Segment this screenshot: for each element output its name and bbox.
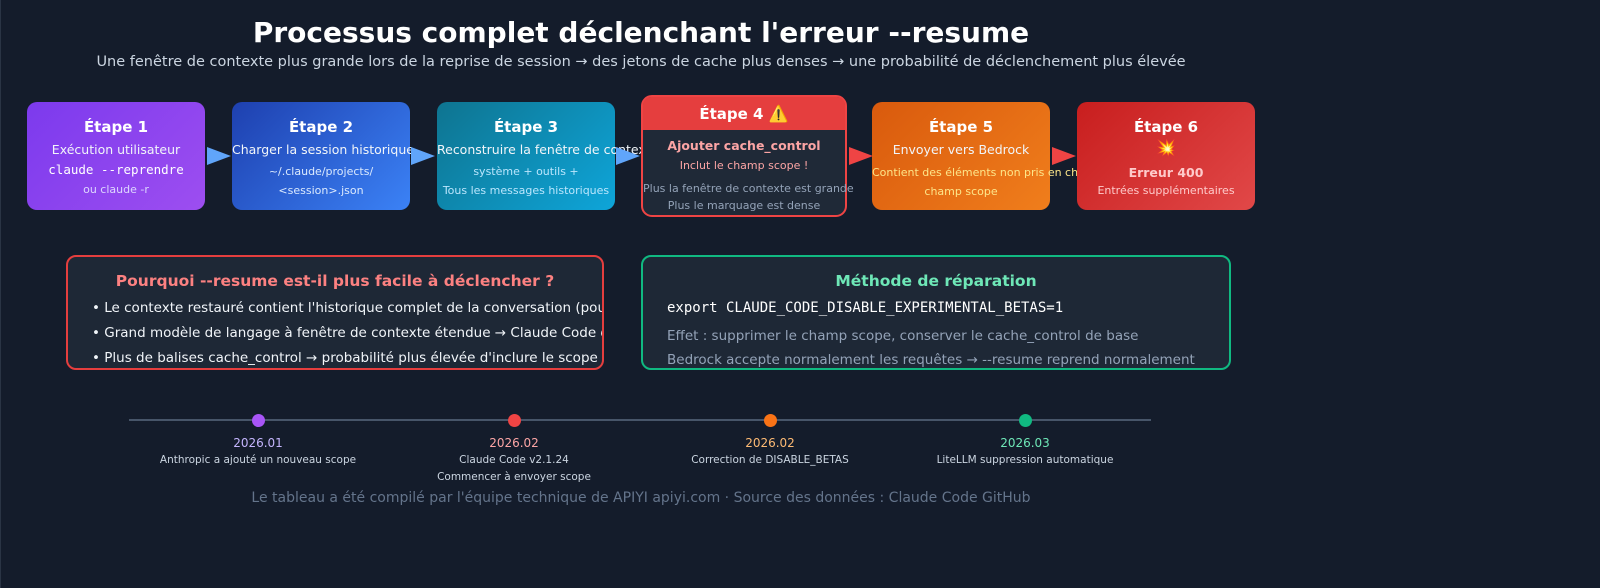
- step-4-line4: Plus le marquage est dense: [667, 199, 821, 212]
- fix-panel-heading: Méthode de réparation: [835, 272, 1037, 290]
- step-4-title: Étape 4: [699, 105, 764, 123]
- arrow-1-2: [207, 147, 231, 165]
- timeline-axis: [129, 419, 1151, 421]
- fix-result: Bedrock accepte normalement les requêtes…: [667, 352, 1195, 368]
- step-6-line1: Erreur 400: [1128, 165, 1204, 180]
- timeline-date-3: 2026.02: [745, 436, 795, 450]
- step-4-line3: Plus la fenêtre de contexte est grande: [643, 182, 854, 195]
- why-item-3: • Plus de balises cache_control → probab…: [92, 350, 598, 366]
- step-4-line2: Inclut le champ scope !: [679, 159, 809, 172]
- timeline-date-4: 2026.03: [1000, 436, 1050, 450]
- explosion-icon: 💥: [1156, 138, 1176, 157]
- page-subtitle: Une fenêtre de contexte plus grande lors…: [96, 54, 1186, 70]
- why-item-2: • Grand modèle de langage à fenêtre de c…: [92, 325, 602, 341]
- footer-note: Le tableau a été compilé par l'équipe te…: [251, 490, 1031, 506]
- why-panel: Pourquoi --resume est-il plus facile à d…: [66, 255, 604, 370]
- step-6-title: Étape 6: [1133, 118, 1199, 136]
- timeline-desc-4: LiteLLM suppression automatique: [936, 454, 1114, 466]
- arrow-3-4: [616, 147, 640, 165]
- step-5-line2a: Contient des éléments non pris en charge: [872, 166, 1103, 179]
- step-3-line1: Reconstruire la fenêtre de contexte comp…: [437, 142, 721, 157]
- step-3-title: Étape 3: [493, 118, 559, 136]
- fix-effect: Effet : supprimer le champ scope, conser…: [667, 328, 1139, 344]
- page-title: Processus complet déclenchant l'erreur -…: [252, 16, 1030, 49]
- fix-panel: Méthode de réparation export CLAUDE_CODE…: [641, 255, 1231, 370]
- step-3-line2b: Tous les messages historiques: [442, 184, 610, 197]
- step-4-box: Étape 4 ⚠️ Ajouter cache_control Inclut …: [641, 95, 854, 217]
- timeline-desc-2a: Claude Code v2.1.24: [459, 454, 569, 466]
- step-2-title: Étape 2: [288, 118, 354, 136]
- step-2-line1: Charger la session historique: [232, 142, 414, 157]
- step-5-line1: Envoyer vers Bedrock: [892, 142, 1030, 157]
- step-2-line2a: ~/.claude/projects/: [268, 165, 374, 178]
- why-panel-heading: Pourquoi --resume est-il plus facile à d…: [115, 272, 555, 290]
- timeline-desc-3: Correction de DISABLE_BETAS: [691, 454, 849, 466]
- step-5-title: Étape 5: [928, 118, 994, 136]
- timeline-date-1: 2026.01: [233, 436, 283, 450]
- arrow-5-6: [1052, 147, 1076, 165]
- step-5-line2b: champ scope: [924, 185, 998, 198]
- step-5-box: Étape 5 Envoyer vers Bedrock Contient de…: [872, 102, 1103, 210]
- step-1-line1: Exécution utilisateur: [51, 142, 181, 157]
- step-1-box: Étape 1 Exécution utilisateur claude --r…: [27, 102, 205, 210]
- why-item-1: • Le contexte restauré contient l'histor…: [92, 300, 604, 316]
- step-6-box: Étape 6 💥 Erreur 400 Entrées supplémenta…: [1077, 102, 1255, 210]
- timeline-dot-1: [252, 414, 265, 427]
- timeline-dot-4: [1019, 414, 1032, 427]
- fix-command: export CLAUDE_CODE_DISABLE_EXPERIMENTAL_…: [667, 300, 1064, 316]
- arrow-2-3: [411, 147, 435, 165]
- timeline-desc-2b: Commencer à envoyer scope: [437, 471, 591, 483]
- step-6-line2: Entrées supplémentaires: [1097, 184, 1235, 197]
- step-2-line2b: <session>.json: [278, 184, 364, 197]
- step-1-code: claude --reprendre: [48, 162, 184, 177]
- timeline-desc-1: Anthropic a ajouté un nouveau scope: [159, 454, 357, 466]
- timeline-dot-3: [764, 414, 777, 427]
- warning-icon: ⚠️: [768, 104, 789, 123]
- timeline-date-2: 2026.02: [489, 436, 539, 450]
- step-3-box: Étape 3 Reconstruire la fenêtre de conte…: [437, 102, 721, 210]
- timeline-dot-2: [508, 414, 521, 427]
- step-3-line2a: système + outils +: [473, 165, 579, 178]
- step-2-box: Étape 2 Charger la session historique ~/…: [232, 102, 414, 210]
- step-4-header: Étape 4 ⚠️: [643, 97, 845, 130]
- arrow-4-5: [849, 147, 873, 165]
- step-1-title: Étape 1: [83, 118, 149, 136]
- step-4-line1: Ajouter cache_control: [667, 138, 821, 153]
- step-1-line2: ou claude -r: [83, 183, 149, 196]
